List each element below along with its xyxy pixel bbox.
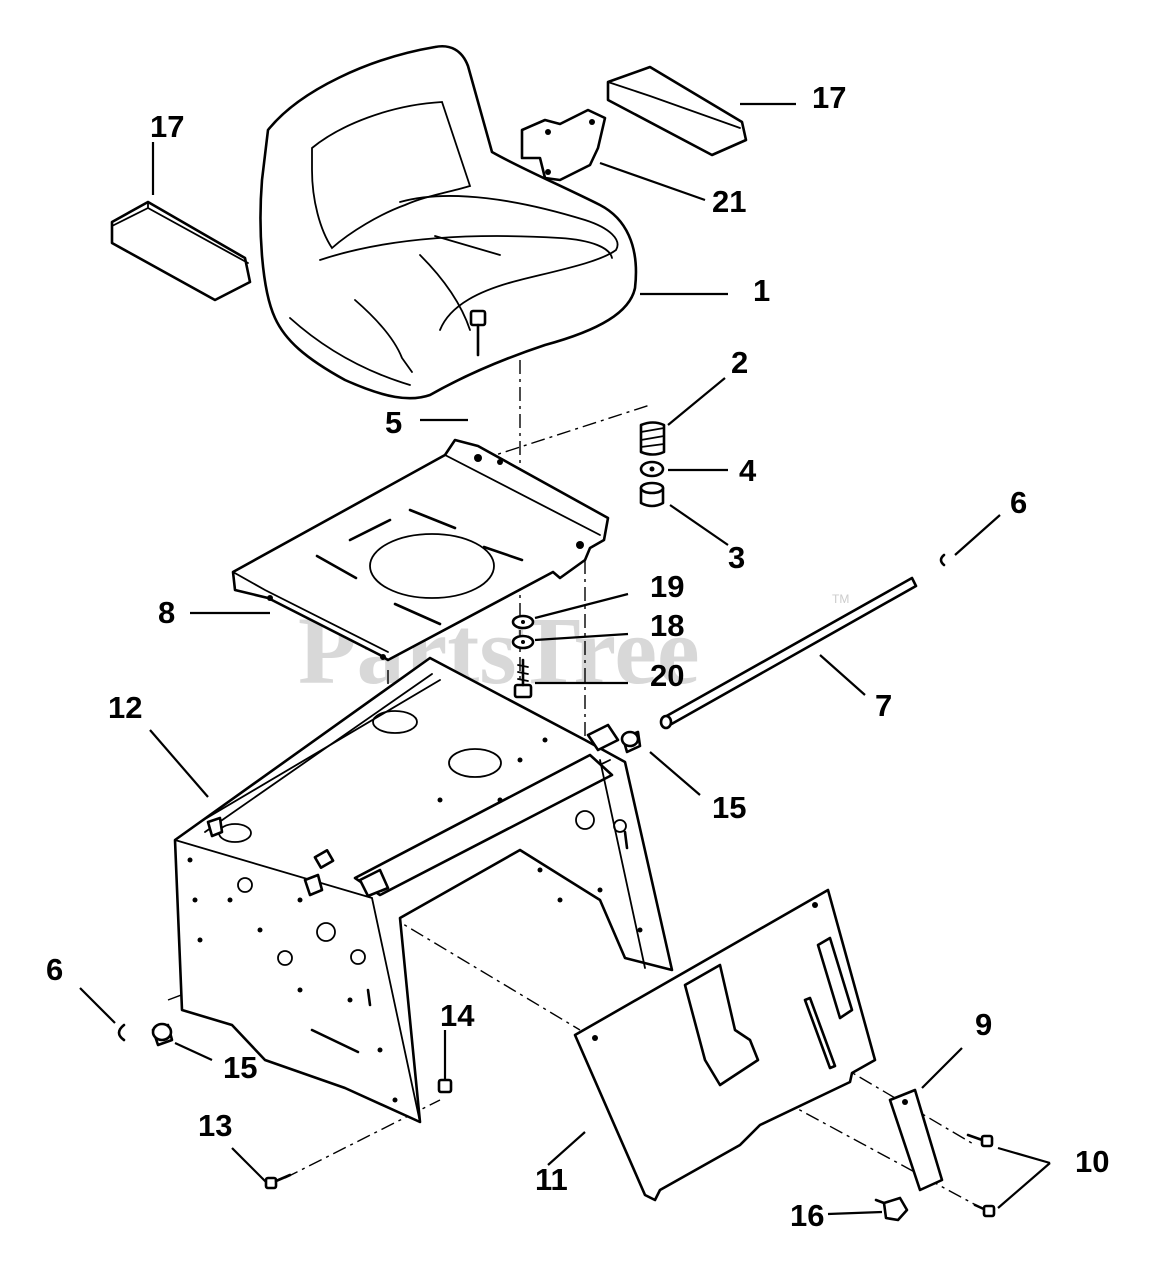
- callout-11: 11: [535, 1162, 568, 1197]
- screw-10-upper: [966, 1133, 994, 1148]
- callout-9: 9: [975, 1007, 992, 1042]
- callout-18: 18: [650, 608, 684, 643]
- screw-10-lower: [973, 1203, 996, 1218]
- watermark-trademark: TM: [832, 592, 849, 606]
- callout-5: 5: [385, 405, 402, 440]
- callout-15-left: 15: [223, 1050, 257, 1085]
- callout-17-right: 17: [812, 80, 846, 115]
- callout-6-left: 6: [46, 952, 63, 987]
- callout-20: 20: [650, 658, 684, 693]
- armrest-bracket: [520, 108, 607, 182]
- callout-labels: 1 2 3 4 5 6 6 7 8 9 10 11 12 13 14 15 15…: [46, 80, 1109, 1233]
- bolt-16: [874, 1196, 909, 1222]
- bolt-5: [469, 309, 487, 357]
- callout-10: 10: [1075, 1144, 1109, 1179]
- callout-1: 1: [753, 273, 770, 308]
- screw-13: [264, 1173, 292, 1190]
- callout-19: 19: [650, 569, 684, 604]
- callout-21: 21: [712, 184, 746, 219]
- seat-mounting-plate: [231, 438, 610, 662]
- washer-18: [511, 634, 535, 650]
- callout-17-left: 17: [150, 109, 184, 144]
- callout-12: 12: [108, 690, 142, 725]
- seat-frame: [173, 656, 674, 1124]
- callout-8: 8: [158, 595, 175, 630]
- bushing-left: [151, 1022, 174, 1047]
- callout-13: 13: [198, 1108, 232, 1143]
- callout-7: 7: [875, 688, 892, 723]
- pivot-rod: [659, 576, 918, 730]
- armrest-pad-right: [606, 65, 748, 157]
- seat: [259, 44, 638, 400]
- adjustment-plate: [888, 1088, 944, 1192]
- callout-15-right: 15: [712, 790, 746, 825]
- spring: [639, 421, 666, 456]
- washer-19: [511, 614, 535, 630]
- clip-right: [939, 553, 946, 567]
- bushing-right: [620, 730, 642, 754]
- callout-4: 4: [739, 453, 757, 488]
- armrest-pad-left: [110, 200, 252, 302]
- clip-left: [117, 1023, 126, 1042]
- callout-3: 3: [728, 540, 745, 575]
- bolt-20: [513, 658, 533, 699]
- callout-2: 2: [731, 345, 748, 380]
- spacer-3: [639, 481, 665, 508]
- callout-16: 16: [790, 1198, 824, 1233]
- callout-6-right: 6: [1010, 485, 1027, 520]
- callout-14: 14: [440, 998, 475, 1033]
- nut-14: [437, 1078, 453, 1094]
- front-panel: [573, 888, 877, 1202]
- washer-4: [639, 460, 665, 478]
- leader-lines: [79, 102, 1051, 1216]
